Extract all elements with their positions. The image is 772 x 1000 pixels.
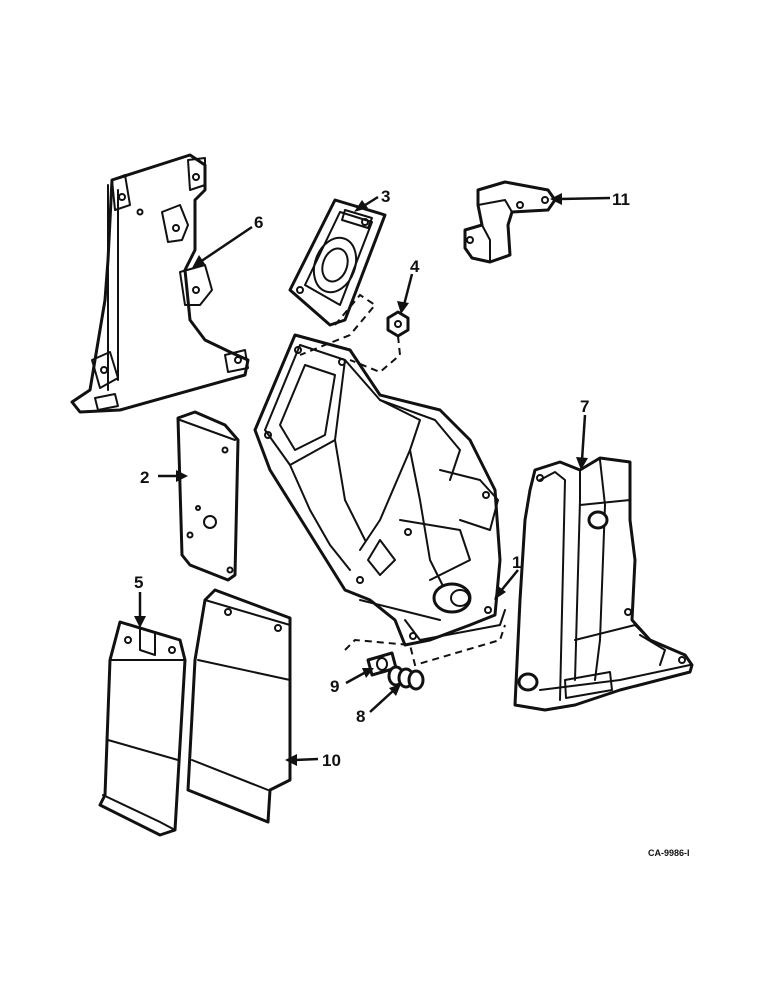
part-10-flap — [186, 588, 292, 824]
assembly-line-cover — [299, 293, 377, 356]
callout-3: 3 — [381, 187, 390, 206]
callout-1: 1 — [512, 553, 521, 572]
part-4-nut — [386, 310, 410, 338]
part-8-spring — [387, 665, 425, 691]
callout-6: 6 — [254, 213, 263, 232]
part-11-small-bracket — [463, 180, 557, 264]
callout-2: 2 — [140, 468, 149, 487]
assembly-line-nut — [349, 335, 402, 374]
assembly-line-bushings — [344, 624, 506, 667]
part-5-flap — [98, 620, 187, 837]
callout-5: 5 — [134, 573, 143, 592]
callout-4: 4 — [410, 257, 420, 276]
part-7-side-panel — [513, 456, 694, 712]
leaders — [134, 193, 611, 766]
callout-11: 11 — [612, 190, 630, 209]
callout-10: 10 — [322, 751, 341, 770]
callout-7: 7 — [580, 397, 589, 416]
part-2-shield — [176, 410, 240, 582]
callout-9: 9 — [330, 677, 339, 696]
part-6-bracket — [70, 153, 250, 414]
drawing-code: CA-9986-I — [648, 848, 690, 858]
callout-8: 8 — [356, 707, 365, 726]
part-3-cover-plate — [288, 198, 387, 327]
part-1-housing — [253, 333, 506, 647]
